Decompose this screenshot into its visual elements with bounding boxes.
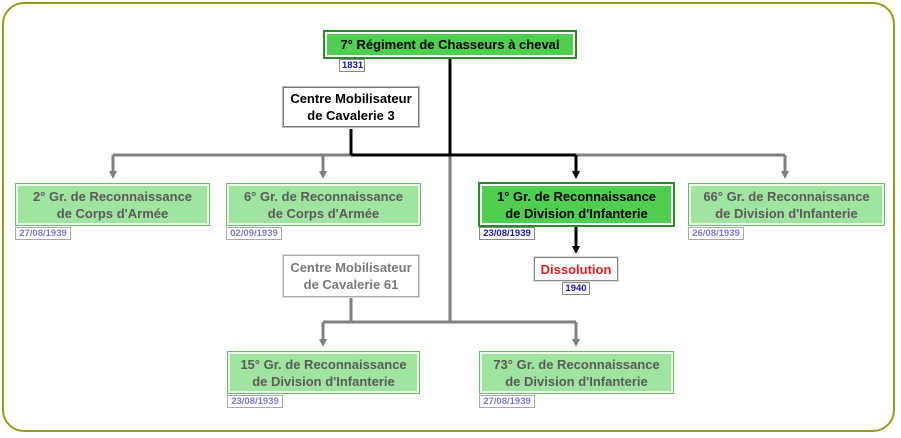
node-gr73-date: 27/08/1939 — [479, 395, 535, 408]
node-gr66-date: 26/08/1939 — [688, 227, 744, 240]
node-gr15-line2: de Division d'Infanterie — [252, 373, 395, 389]
node-gr66-line1: 66° Gr. de Reconnaissance — [703, 188, 870, 204]
node-gr6-line2: de Corps d'Armée — [267, 205, 380, 221]
node-gr6[interactable]: 6° Gr. de Reconnaissance de Corps d'Armé… — [226, 183, 421, 226]
node-cm61[interactable]: Centre Mobilisateur de Cavalerie 61 — [283, 255, 419, 297]
node-gr2-line1: 2° Gr. de Reconnaissance — [32, 188, 193, 204]
node-gr1[interactable]: 1° Gr. de Reconnaissance de Division d'I… — [479, 183, 674, 226]
node-regiment[interactable]: 7° Régiment de Chasseurs à cheval — [324, 31, 576, 58]
node-gr15[interactable]: 15° Gr. de Reconnaissance de Division d'… — [227, 351, 420, 394]
node-gr6-date: 02/09/1939 — [226, 227, 282, 240]
node-regiment-label: 7° Régiment de Chasseurs à cheval — [340, 37, 560, 52]
node-cm3[interactable]: Centre Mobilisateur de Cavalerie 3 — [283, 87, 419, 127]
node-gr73[interactable]: 73° Gr. de Reconnaissance de Division d'… — [479, 351, 674, 394]
node-gr6-line1: 6° Gr. de Reconnaissance — [243, 188, 404, 204]
node-gr2[interactable]: 2° Gr. de Reconnaissance de Corps d'Armé… — [15, 183, 210, 226]
node-dissolution-label: Dissolution — [540, 261, 612, 277]
node-gr73-line1: 73° Gr. de Reconnaissance — [493, 356, 660, 372]
node-gr1-line2: de Division d'Infanterie — [505, 205, 648, 221]
node-cm61-line2: de Cavalerie 61 — [303, 277, 399, 292]
node-gr15-line1: 15° Gr. de Reconnaissance — [240, 356, 407, 372]
node-cm61-line1: Centre Mobilisateur — [290, 260, 412, 275]
node-gr66-line2: de Division d'Infanterie — [715, 205, 858, 221]
node-gr2-date: 27/08/1939 — [15, 227, 71, 240]
node-gr1-line1: 1° Gr. de Reconnaissance — [496, 188, 657, 204]
node-cm3-line2: de Cavalerie 3 — [307, 108, 395, 123]
node-dissolution[interactable]: Dissolution — [534, 257, 618, 281]
node-gr2-line2: de Corps d'Armée — [56, 205, 169, 221]
node-cm3-line1: Centre Mobilisateur — [290, 91, 412, 106]
node-gr1-date: 23/08/1939 — [479, 227, 535, 240]
node-gr15-date: 23/08/1939 — [227, 395, 283, 408]
node-gr66[interactable]: 66° Gr. de Reconnaissance de Division d'… — [688, 183, 885, 226]
node-gr73-line2: de Division d'Infanterie — [505, 373, 648, 389]
node-regiment-date: 1831 — [339, 59, 365, 72]
node-dissolution-date: 1940 — [562, 282, 590, 295]
